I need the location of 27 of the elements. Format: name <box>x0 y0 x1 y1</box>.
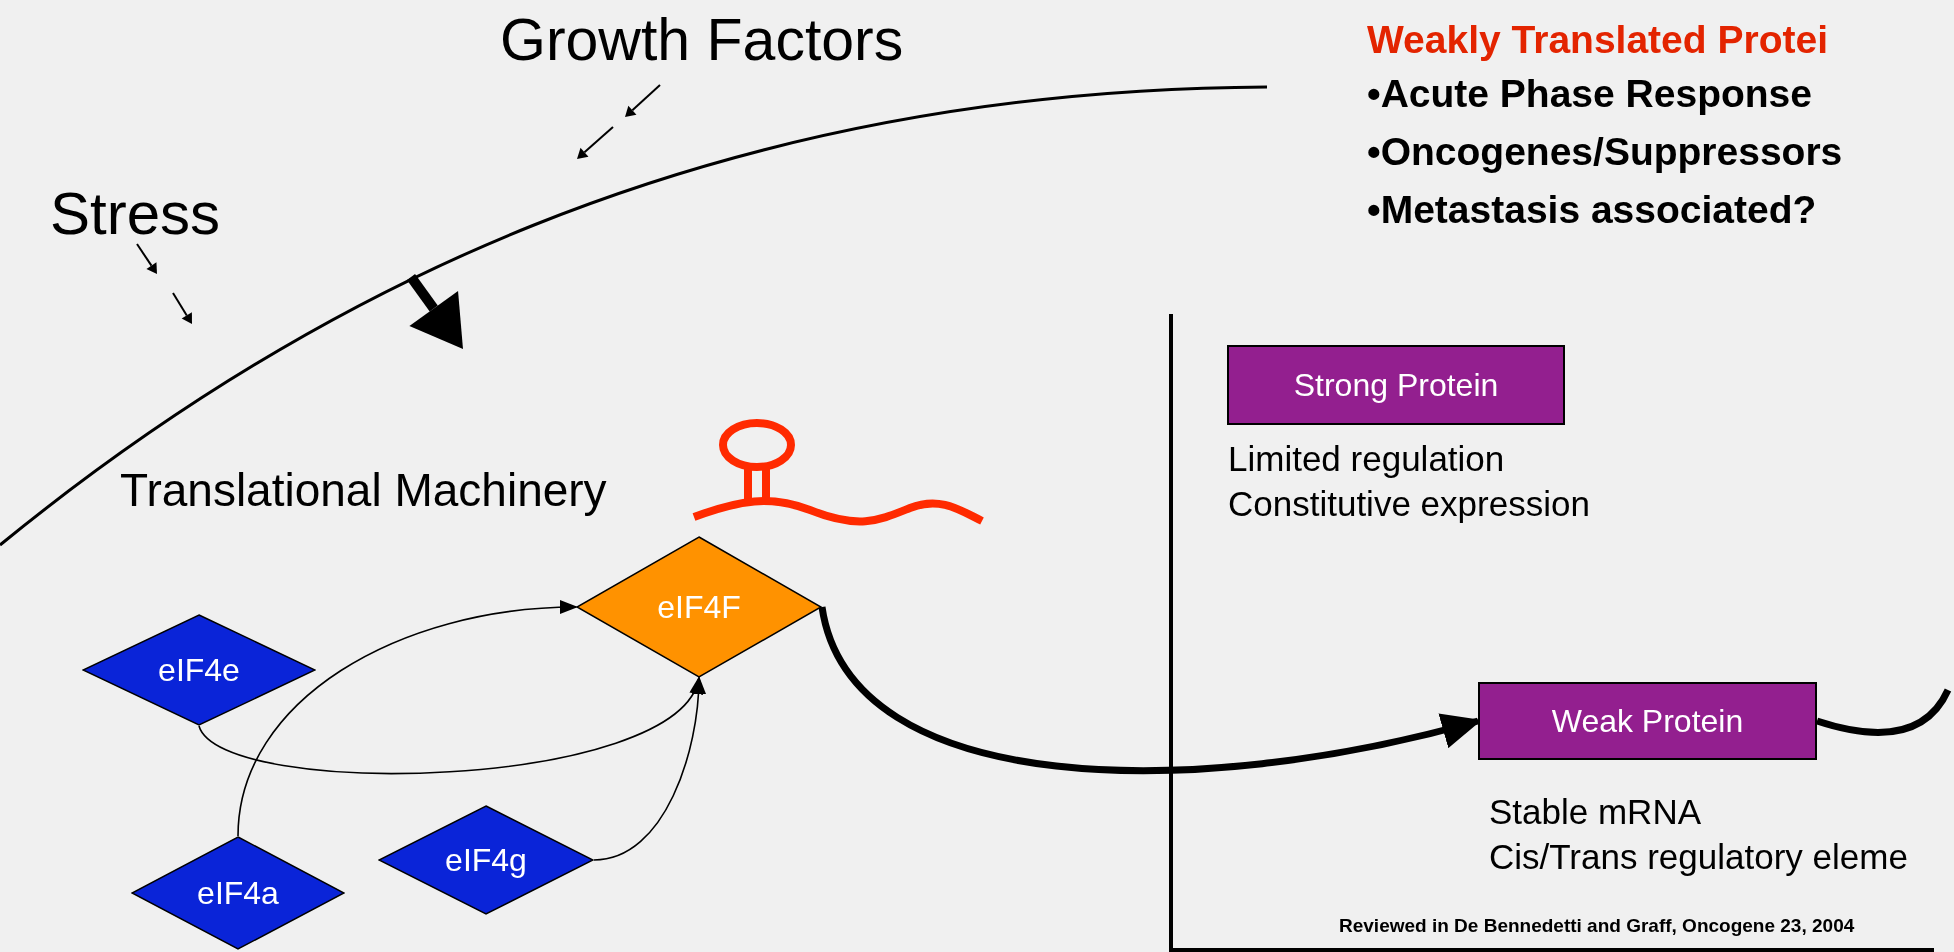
arrow <box>237 600 578 837</box>
factor-diamond <box>131 836 345 950</box>
node-label: Strong Protein <box>1293 366 1499 405</box>
description-text: Limited regulation <box>1228 438 1506 480</box>
bullet-item: •Metastasis associated? <box>1367 187 1817 233</box>
arrow <box>593 676 706 861</box>
node-label: eIF4F <box>657 588 741 627</box>
stress-label: Stress <box>50 179 221 249</box>
node-label: eIF4g <box>445 841 527 880</box>
protein-box <box>1227 345 1565 425</box>
description-text: Constitutive expression <box>1228 483 1590 525</box>
arrow <box>198 676 700 775</box>
protein-box <box>1478 682 1817 760</box>
node-label: eIF4e <box>158 651 240 690</box>
bullet-item: •Oncogenes/Suppressors <box>1367 129 1843 175</box>
panel-heading: Weakly Translated Protei <box>1367 17 1828 63</box>
description-text: Cis/Trans regulatory eleme <box>1489 836 1908 878</box>
node-label: eIF4a <box>197 874 279 913</box>
node-label: Weak Protein <box>1551 702 1744 741</box>
factor-diamond <box>576 536 822 678</box>
bullet-item: •Acute Phase Response <box>1367 71 1812 117</box>
reference-note: Reviewed in De Bennedetti and Graff, Oncogene 23, 2004 <box>1339 914 1855 938</box>
factor-diamond <box>82 614 316 726</box>
factor-diamond <box>378 805 594 915</box>
growth-factors-label: Growth Factors <box>500 6 904 75</box>
description-text: Stable mRNA <box>1489 791 1703 833</box>
translational-machinery-label: Translational Machinery <box>120 463 607 518</box>
